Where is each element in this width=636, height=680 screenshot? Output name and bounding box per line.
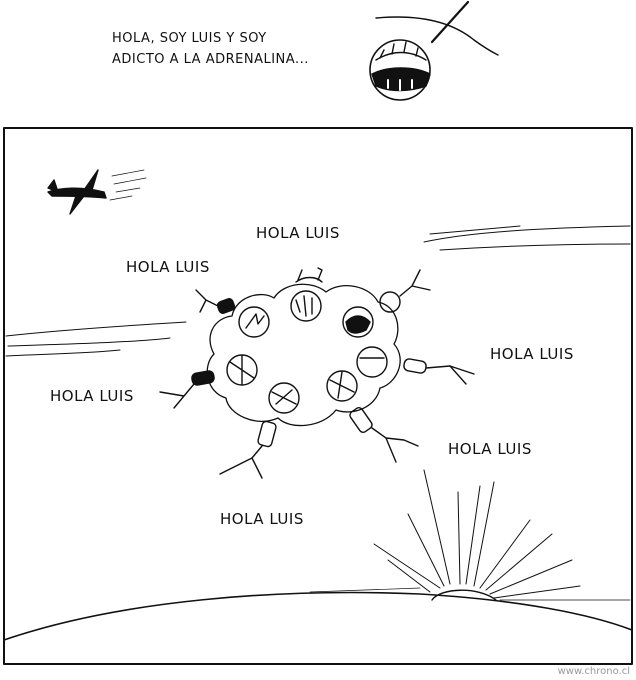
cloud-streak-right xyxy=(423,225,631,251)
caption-line-1: HOLA, SOY LUIS Y SOY xyxy=(112,31,267,46)
greeting-text: HOLA LUIS xyxy=(256,224,340,242)
greeting-text: HOLA LUIS xyxy=(448,440,532,458)
site-watermark: www.chrono.cl xyxy=(557,666,630,677)
greeting-text: HOLA LUIS xyxy=(220,510,304,528)
greeting-text: HOLA LUIS xyxy=(50,387,134,405)
airplane-icon xyxy=(47,169,147,215)
caption-text: HOLA, SOY LUIS Y SOY ADICTO A LA ADRENAL… xyxy=(112,28,309,70)
greeting-text: HOLA LUIS xyxy=(126,258,210,276)
falling-skydiver-head xyxy=(369,0,499,101)
horizon-ground xyxy=(3,591,633,641)
skydiver-formation xyxy=(159,267,475,479)
sun-rising xyxy=(373,469,581,601)
comic-panel xyxy=(3,127,633,665)
greeting-text: HOLA LUIS xyxy=(490,345,574,363)
cloud-streak-left xyxy=(5,321,187,357)
caption-line-2: ADICTO A LA ADRENALINA... xyxy=(112,52,309,67)
